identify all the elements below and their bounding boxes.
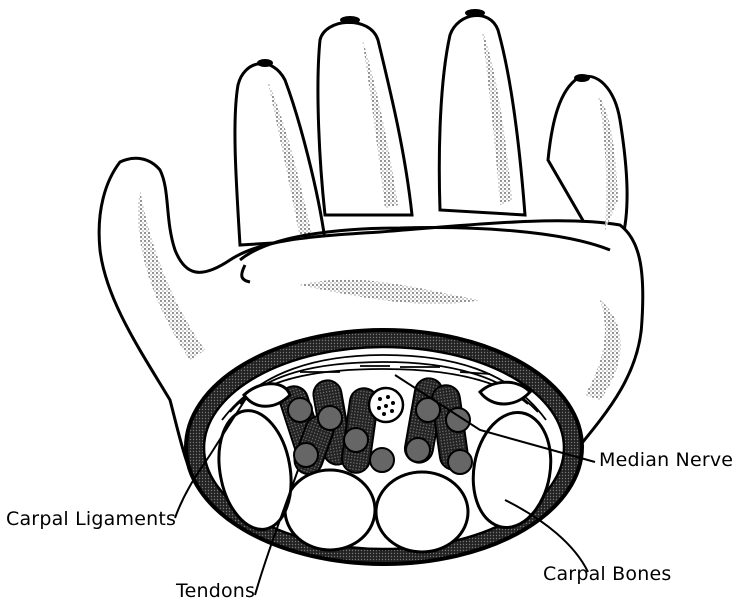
label-median-nerve: Median Nerve	[599, 449, 733, 471]
index-finger	[235, 64, 325, 245]
ring-finger	[439, 15, 525, 215]
label-tendons: Tendons	[176, 580, 255, 602]
label-carpal-bones: Carpal Bones	[543, 563, 671, 585]
fingernails	[257, 9, 590, 82]
label-carpal-ligaments: Carpal Ligaments	[6, 508, 176, 530]
median-nerve	[369, 388, 403, 422]
